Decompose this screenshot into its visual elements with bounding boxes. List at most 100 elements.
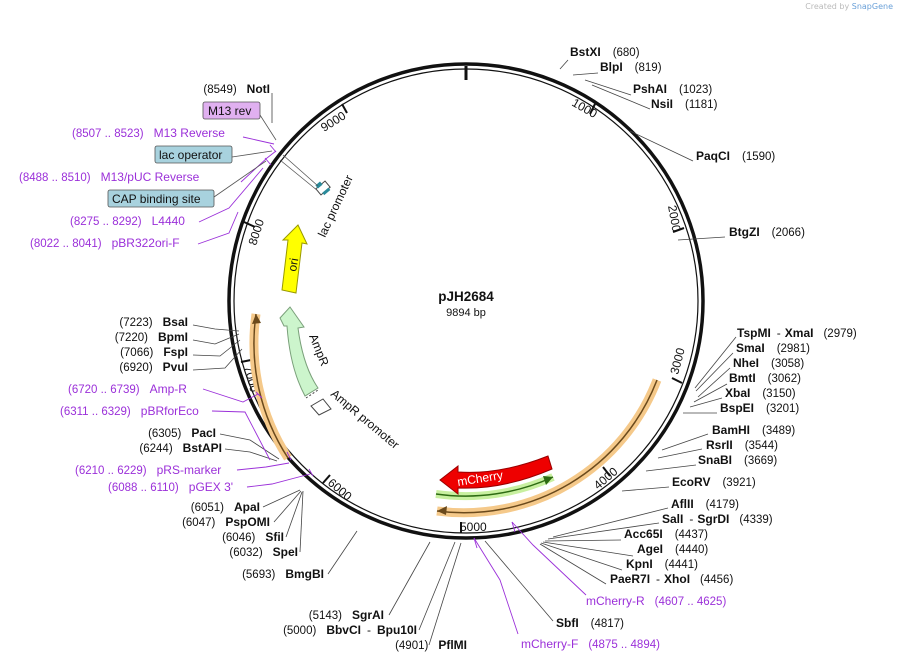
primer-name: pRS-marker <box>157 463 222 477</box>
enzyme-name-left: BpmI <box>158 330 188 344</box>
ampr-promoter-label: AmpR promoter <box>328 387 402 452</box>
primer-range: (6210 .. 6229) <box>75 465 147 477</box>
ampr-arrow <box>279 306 319 397</box>
primer-range: (8022 .. 8041) <box>30 238 102 250</box>
m13-rev-leader <box>259 114 277 141</box>
enzyme-position-right: (4179) <box>706 499 739 511</box>
enzyme-name-right-2: XmaI <box>785 326 814 340</box>
enzyme-name-right: KpnI <box>626 557 653 571</box>
enzyme-position-right: (4441) <box>665 559 698 571</box>
enzyme-position-right: (4437) <box>675 529 708 541</box>
ampr-promoter-connector <box>305 389 319 399</box>
primer-name: L4440 <box>152 214 186 228</box>
enzyme-position-left: (7066) <box>120 347 153 359</box>
enzyme-name-left: PacI <box>191 426 216 440</box>
primer-labels: (8507 .. 8523)M13 Reverse(8488 .. 8510)M… <box>19 126 726 651</box>
enzyme-position-left: (6051) <box>191 502 224 514</box>
enzymes-left: NotI(8549)BsaI(7223)BpmI(7220)FspI(7066)… <box>115 82 467 652</box>
tick-2000: 2000 <box>665 204 683 233</box>
enzyme-position-left: (6244) <box>139 443 172 455</box>
enzyme-position-right: (4440) <box>675 544 708 556</box>
enzyme-position-right: (3544) <box>745 440 778 452</box>
lac-operator-label: lac operator <box>159 148 222 162</box>
ampr-label: AmpR <box>306 332 332 368</box>
enzyme-name-right: RsrII <box>706 438 733 452</box>
enzyme-position-left: (5000) <box>283 625 316 637</box>
enzyme-name-right: NsiI <box>651 97 673 111</box>
cap-site-leader <box>213 160 267 198</box>
enzyme-separator: - <box>656 572 660 586</box>
enzyme-name-right: EcoRV <box>672 475 710 489</box>
primer-name: mCherry-R <box>586 594 645 608</box>
snapgene-credit: Created by SnapGene <box>805 2 893 11</box>
enzyme-position-right: (4339) <box>739 514 772 526</box>
enzyme-name-right: BtgZI <box>729 225 760 239</box>
backbone-outer <box>227 62 705 540</box>
tick-1000: 1000 <box>570 95 600 121</box>
enzyme-name-left: BmgBI <box>285 567 324 581</box>
enzyme-position-right: (2979) <box>823 328 856 340</box>
tick-5000: 5000 <box>460 520 487 534</box>
enzyme-position-right: (819) <box>635 62 662 74</box>
enzyme-separator: - <box>689 512 693 526</box>
boxed-feature-lac-operator: lac operator <box>154 145 233 164</box>
enzyme-name-left: ApaI <box>234 500 260 514</box>
green-arrowhead <box>543 476 553 485</box>
enzyme-separator: - <box>777 326 781 340</box>
enzyme-name-right: BspEI <box>720 401 754 415</box>
orange-left-arrowhead <box>252 314 261 324</box>
ori-label: ori <box>285 257 301 273</box>
enzyme-position-right: (4817) <box>591 618 624 630</box>
tick-3000: 3000 <box>667 346 688 376</box>
leader-lines <box>192 59 737 646</box>
lac-operator-leader <box>231 150 273 158</box>
enzyme-name-left: SpeI <box>273 545 298 559</box>
enzyme-position-right: (4456) <box>700 574 733 586</box>
enzyme-name-left: BsaI <box>163 315 188 329</box>
ori-arrow <box>281 224 308 294</box>
enzyme-name-left: PvuI <box>163 360 188 374</box>
enzymes-right: BstXI(680)BlpI(819)PshAI(1023)NsiI(1181)… <box>556 45 857 630</box>
enzyme-name-right: AflII <box>671 497 694 511</box>
snapgene-brand: SnapGene <box>851 2 893 11</box>
lac-connector-lines <box>279 154 319 192</box>
primer-range: (8275 .. 8292) <box>70 216 142 228</box>
enzyme-name-right: SnaBI <box>698 453 732 467</box>
enzyme-name-left: FspI <box>163 345 188 359</box>
enzyme-separator: - <box>367 623 371 637</box>
primer-name: mCherry-F <box>521 637 578 651</box>
primer-name: M13 Reverse <box>154 126 226 140</box>
enzyme-name-left: BstAPI <box>183 441 222 455</box>
primer-name: M13/pUC Reverse <box>101 170 200 184</box>
orange-feature-arc-line <box>436 379 658 514</box>
primer-range: (6720 .. 6739) <box>68 384 140 396</box>
lac-promoter-label: lac promoter <box>315 173 356 239</box>
cap-site-label: CAP binding site <box>112 192 201 206</box>
m13-rev-label: M13 rev <box>208 104 251 118</box>
enzyme-name-right: BamHI <box>712 423 750 437</box>
enzyme-position-right: (680) <box>613 47 640 59</box>
primer-range: (6311 .. 6329) <box>60 406 131 418</box>
enzyme-name-right: PaeR7I <box>610 572 650 586</box>
green-feature-line <box>435 476 554 497</box>
enzyme-position-left: (7220) <box>115 332 148 344</box>
tick-6000: 6000 <box>325 476 355 504</box>
enzyme-position-left: (4901) <box>395 640 428 652</box>
enzyme-name-right: AgeI <box>637 542 663 556</box>
enzyme-name-right: SmaI <box>736 341 765 355</box>
enzyme-name-right: NheI <box>733 356 759 370</box>
enzyme-name-right: SbfI <box>556 616 579 630</box>
enzyme-position-left: (5143) <box>309 610 342 622</box>
enzyme-position-left: (8549) <box>203 84 236 96</box>
enzyme-name-left: BbvCI <box>326 623 361 637</box>
plasmid-length: 9894 bp <box>446 307 486 319</box>
primer-range: (6088 .. 6110) <box>108 482 179 494</box>
enzyme-position-right: (1023) <box>679 84 712 96</box>
primer-range: (8488 .. 8510) <box>19 172 91 184</box>
enzyme-name-left: PflMI <box>438 638 467 652</box>
enzyme-position-left: (6032) <box>229 547 262 559</box>
enzyme-position-right: (2981) <box>777 343 810 355</box>
enzyme-name-right: XbaI <box>725 386 750 400</box>
enzyme-position-right: (3489) <box>762 425 795 437</box>
